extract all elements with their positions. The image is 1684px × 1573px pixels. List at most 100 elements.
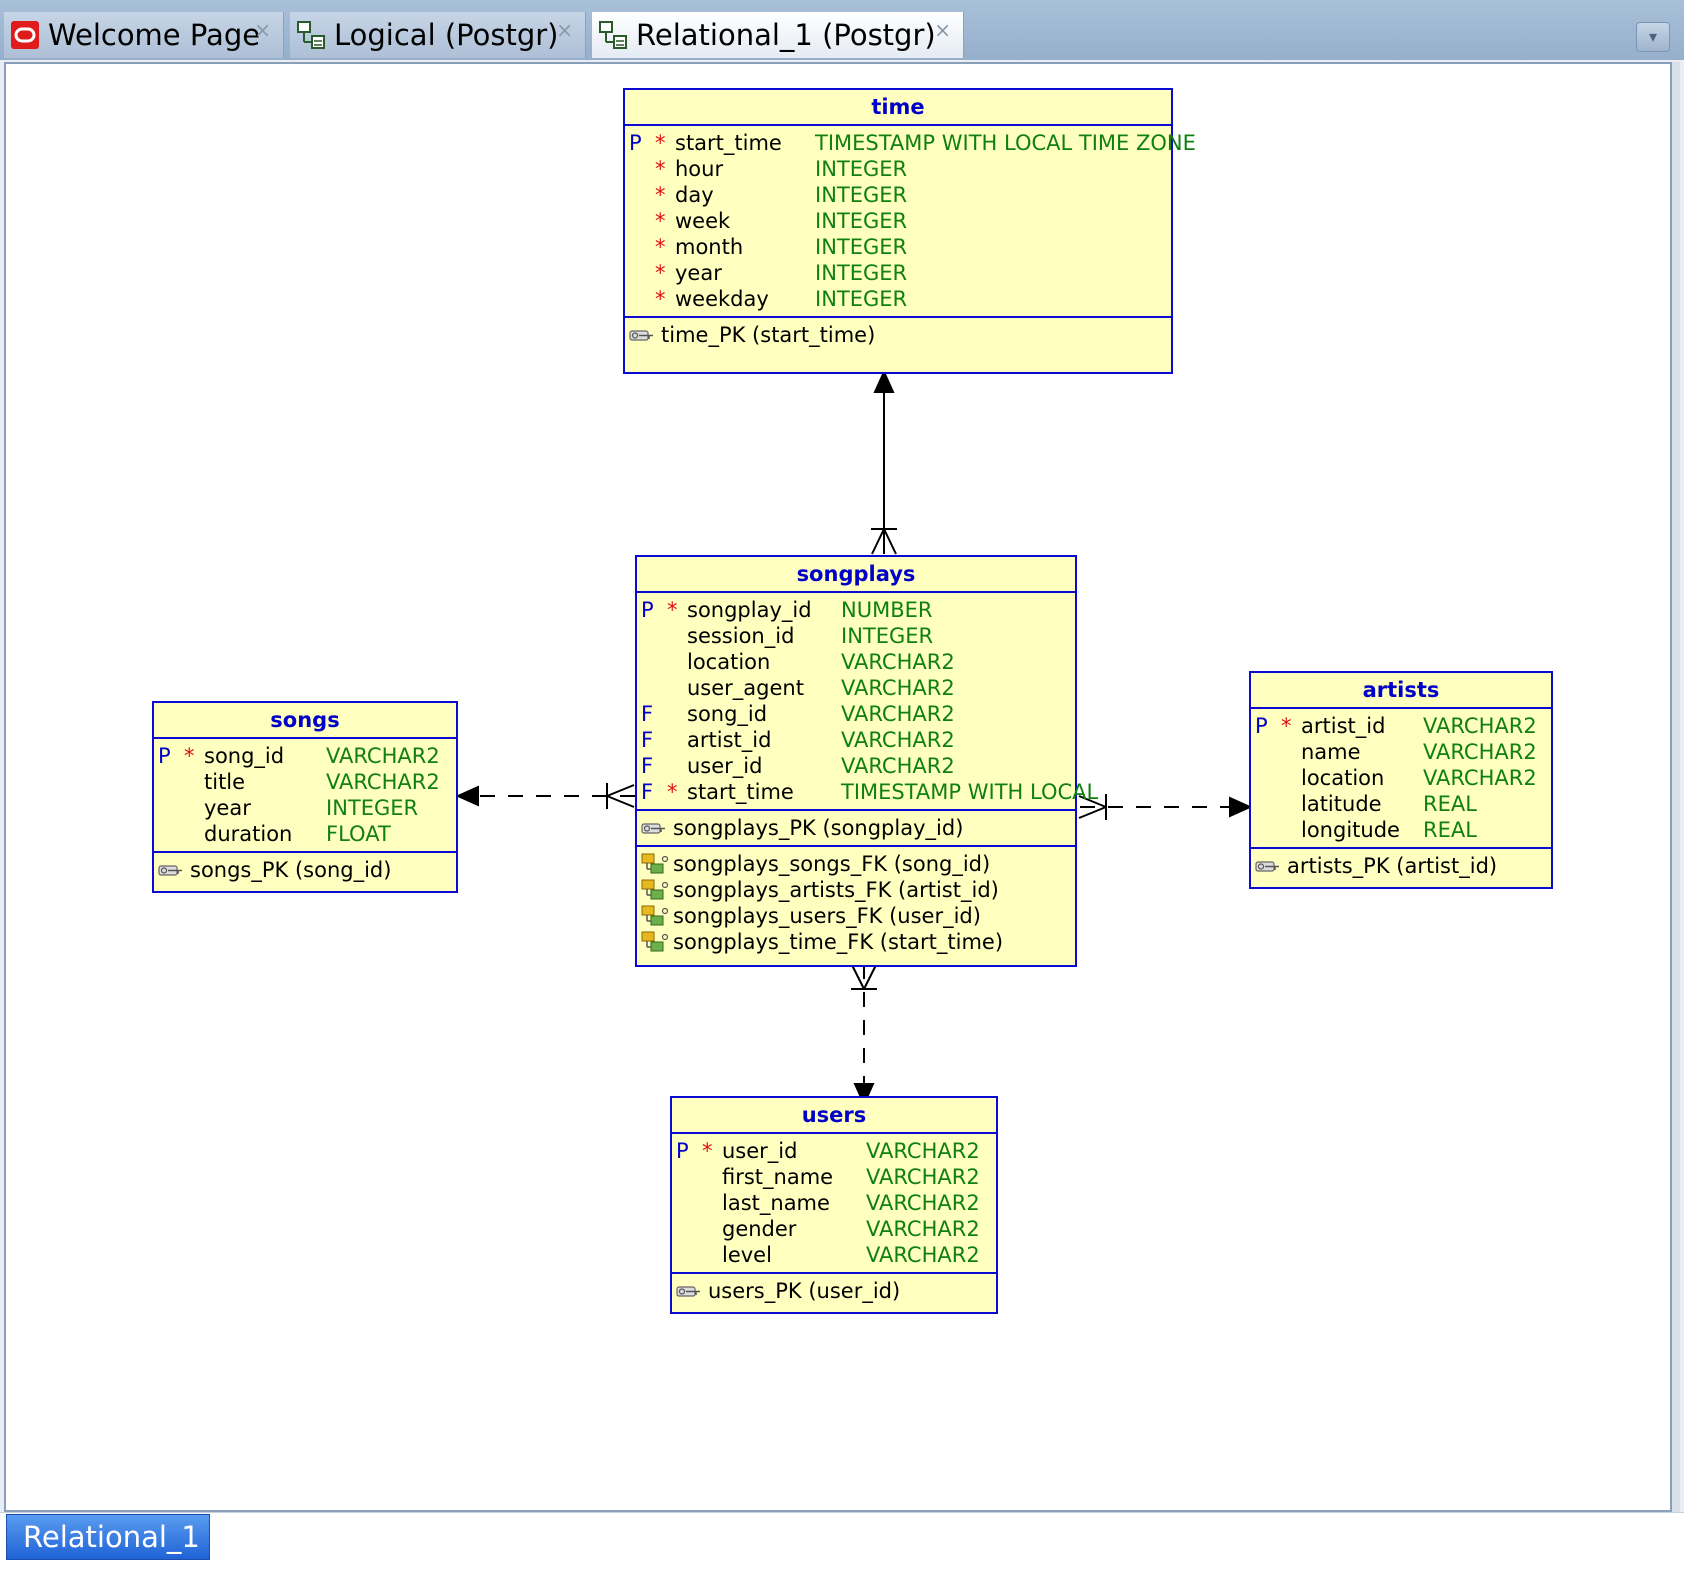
tab-logical[interactable]: Logical (Postgr) × — [290, 12, 586, 58]
column-name: user_agent — [687, 676, 804, 700]
column-type: VARCHAR2 — [866, 1217, 980, 1241]
relationship-songplays-songs[interactable] — [455, 783, 636, 809]
key-list: time_PK (start_time) — [625, 316, 1171, 352]
primary-key-row[interactable]: songs_PK (song_id) — [154, 857, 456, 883]
required-marker: * — [655, 157, 666, 181]
column-name: last_name — [722, 1191, 830, 1215]
column-name: level — [722, 1243, 772, 1267]
foreign-key-row[interactable]: songplays_songs_FK (song_id) — [637, 851, 1075, 877]
relationship-songplays-users[interactable] — [851, 964, 877, 1107]
column-type: INTEGER — [815, 157, 908, 181]
primary-key-row[interactable]: songplays_PK (songplay_id) — [637, 815, 1075, 841]
oracle-logo-icon — [11, 21, 39, 49]
primary-key-icon — [1255, 861, 1279, 872]
column-type: VARCHAR2 — [866, 1165, 980, 1189]
foreign-key-label: songplays_users_FK (user_id) — [673, 904, 981, 928]
column-name: start_time — [687, 780, 794, 804]
foreign-key-icon — [641, 931, 669, 952]
column-name: artist_id — [1301, 714, 1386, 738]
close-icon[interactable]: × — [254, 18, 271, 42]
column-type: REAL — [1423, 792, 1477, 816]
tab-welcome-page[interactable]: Welcome Page × — [4, 12, 284, 58]
relationship-songplays-artists[interactable] — [1078, 794, 1253, 820]
vertical-scrollbar[interactable] — [1672, 62, 1680, 1512]
primary-key-row[interactable]: time_PK (start_time) — [625, 322, 1171, 348]
primary-key-icon — [629, 330, 653, 341]
foreign-key-row[interactable]: songplays_time_FK (start_time) — [637, 929, 1075, 955]
foreign-key-row[interactable]: songplays_artists_FK (artist_id) — [637, 877, 1075, 903]
column-type: NUMBER — [841, 598, 933, 622]
tab-diagram-relational-1[interactable]: Relational_1 — [6, 1514, 210, 1560]
primary-key-row[interactable]: artists_PK (artist_id) — [1251, 853, 1551, 879]
key-flag: F — [641, 754, 654, 778]
column-type: INTEGER — [326, 796, 419, 820]
primary-key-row[interactable]: users_PK (user_id) — [672, 1278, 996, 1304]
relationship-songplays-time[interactable] — [871, 369, 897, 555]
column-name: song_id — [204, 744, 285, 768]
column-name: duration — [204, 822, 293, 846]
column-type: VARCHAR2 — [866, 1139, 980, 1163]
column-type: INTEGER — [815, 235, 908, 259]
column-name: week — [675, 209, 731, 233]
foreign-key-row[interactable]: songplays_users_FK (user_id) — [637, 903, 1075, 929]
required-marker: * — [655, 261, 666, 285]
required-marker: * — [655, 209, 666, 233]
column-type: VARCHAR2 — [841, 728, 955, 752]
tab-relational-1[interactable]: Relational_1 (Postgr) × — [592, 12, 964, 58]
tab-list-dropdown-button[interactable]: ▾ — [1636, 22, 1670, 52]
key-flag: P — [158, 744, 171, 768]
table-title: songs — [154, 703, 456, 739]
column-name: song_id — [687, 702, 768, 726]
column-name: longitude — [1301, 818, 1400, 842]
key-flag: P — [676, 1139, 689, 1163]
required-marker: * — [184, 744, 195, 768]
close-icon[interactable]: × — [934, 18, 951, 42]
key-list: songs_PK (song_id) — [154, 851, 456, 887]
key-label: songs_PK (song_id) — [190, 858, 392, 882]
column-type: VARCHAR2 — [1423, 766, 1537, 790]
key-flag: P — [1255, 714, 1268, 738]
table-title: artists — [1251, 673, 1551, 709]
column-type: INTEGER — [815, 287, 908, 311]
close-icon[interactable]: × — [556, 18, 573, 42]
tab-label: Relational_1 — [23, 1520, 200, 1554]
